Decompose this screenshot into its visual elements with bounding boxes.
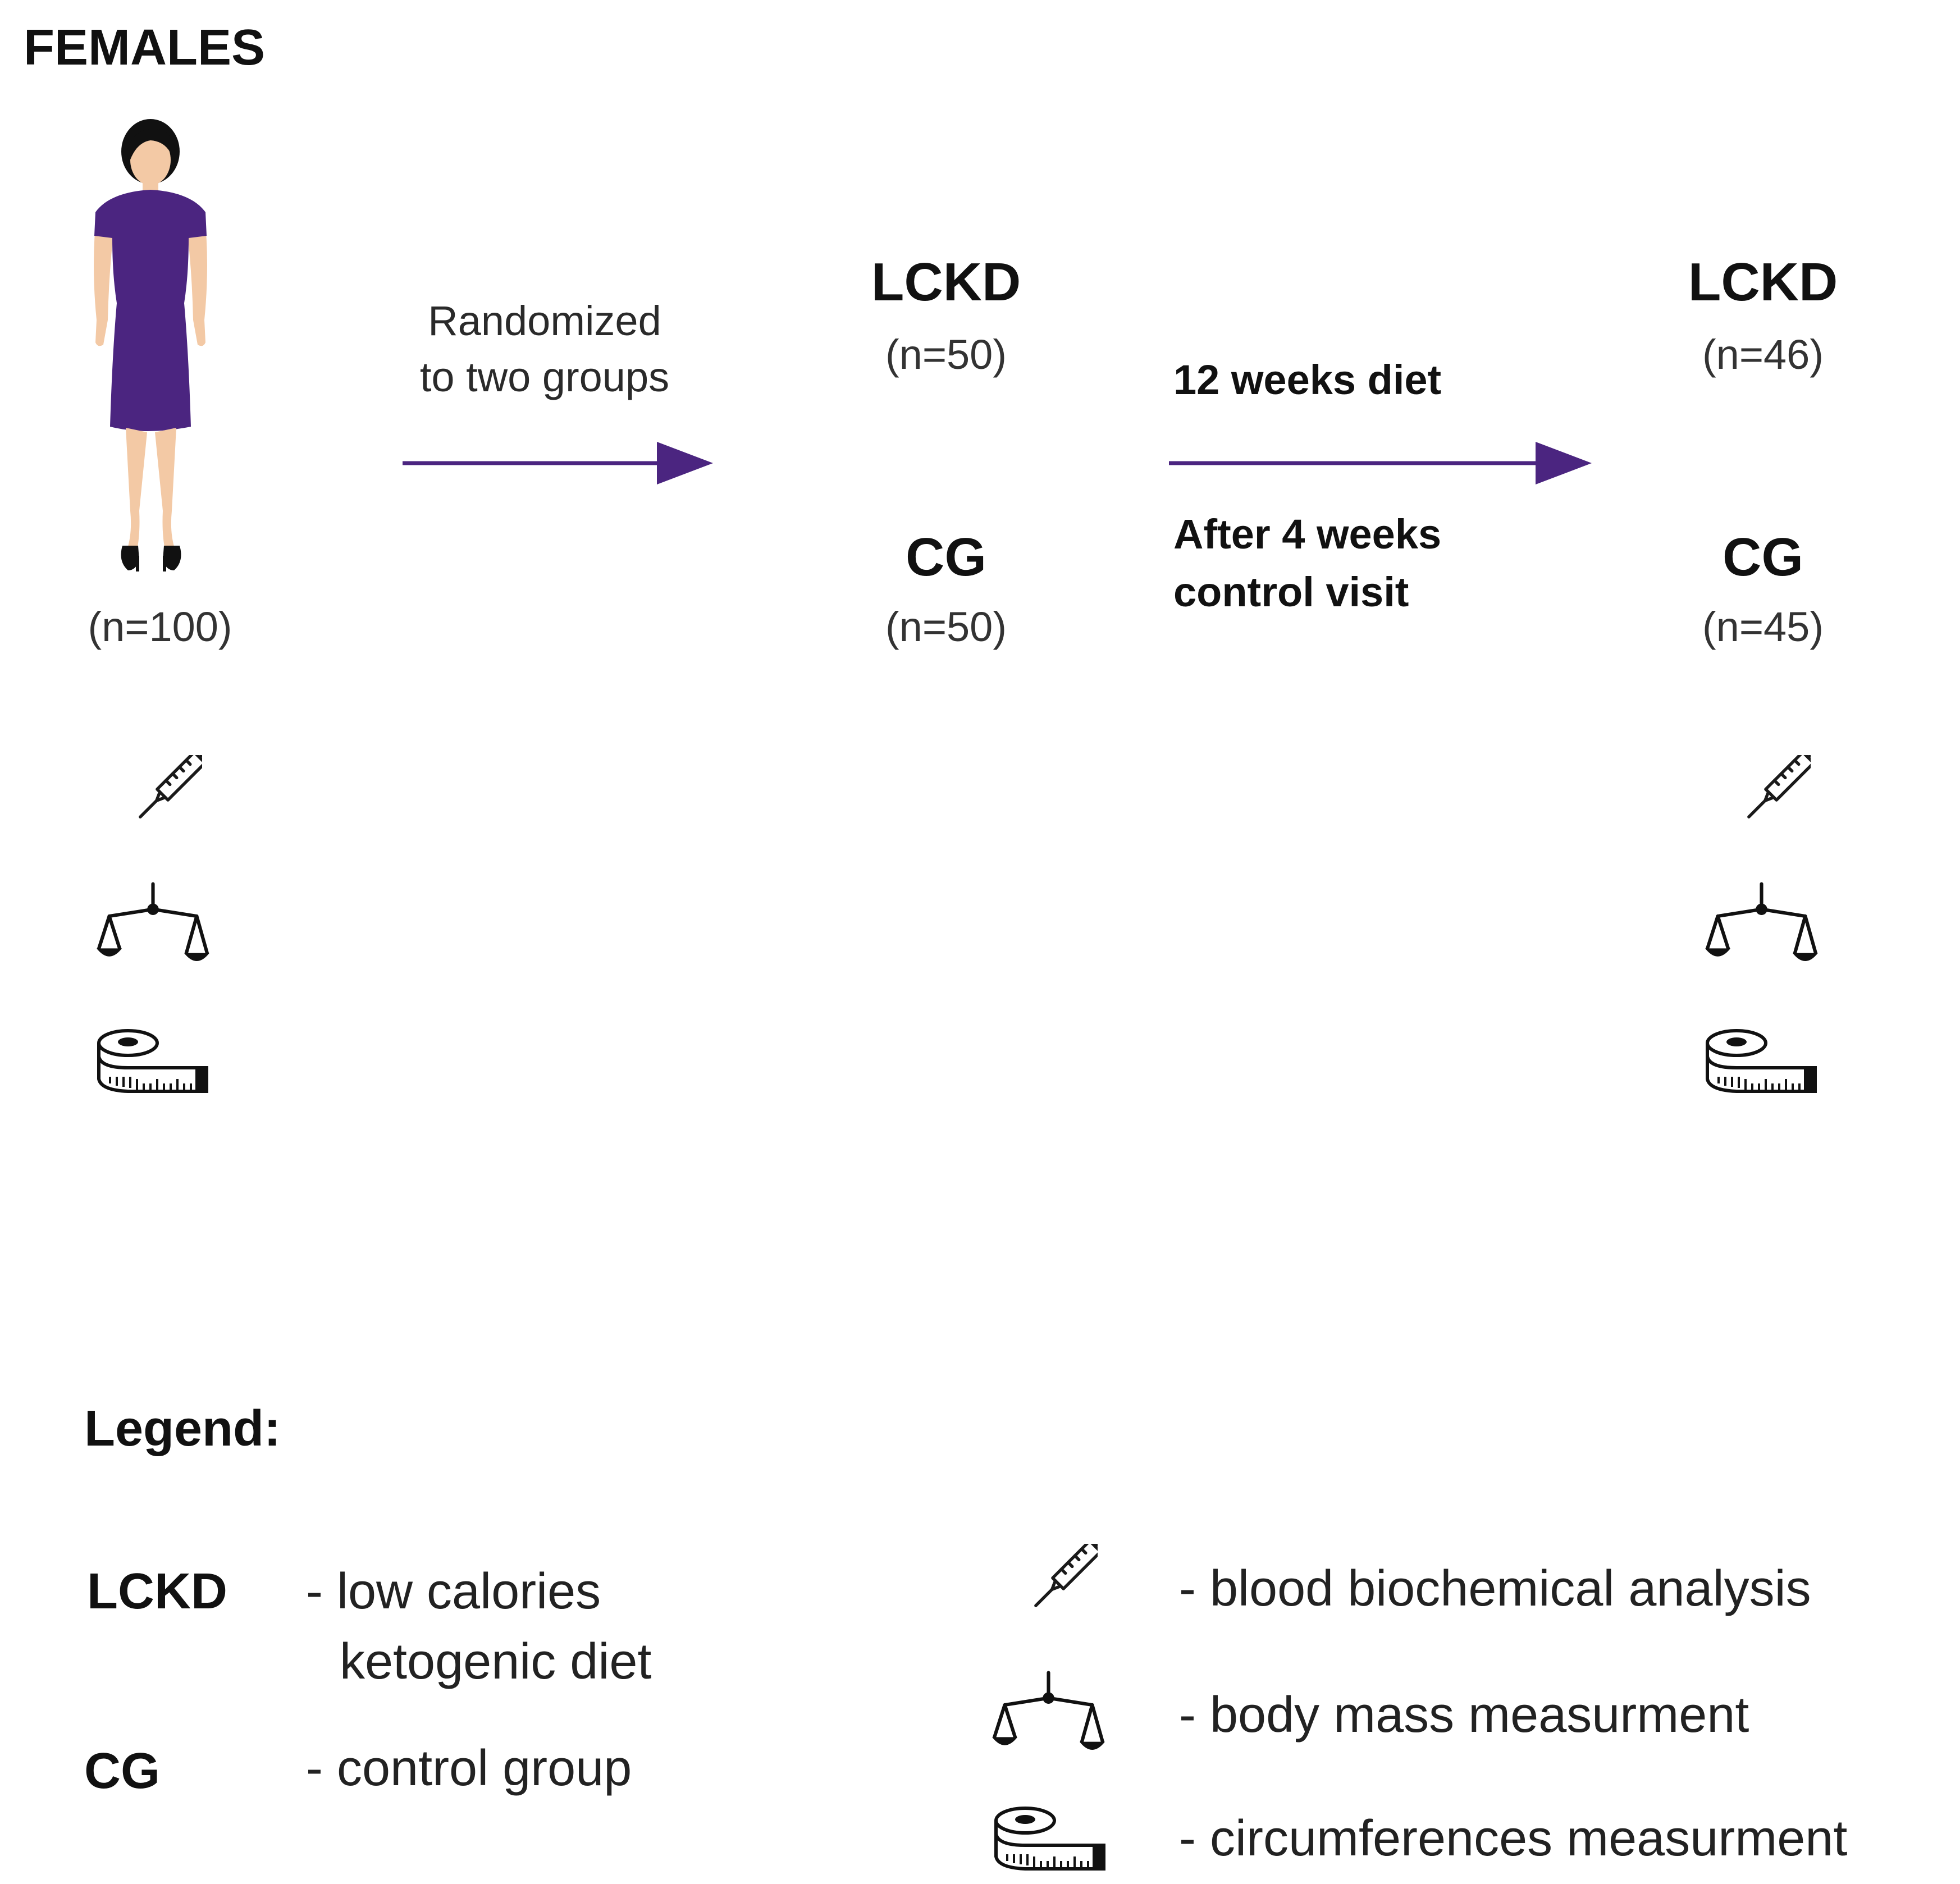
step2-label-below-line2: control visit [1173,569,1409,615]
mid-lckd-name: LCKD [871,252,1021,312]
diet-arrow [1169,442,1592,484]
balance-scale-icon [95,881,211,974]
start-count: (n=100) [88,603,232,650]
step2-label-above: 12 weeks diet [1173,356,1442,403]
syringe-icon [1002,1544,1098,1639]
diagram-title: FEMALES [24,20,266,76]
step1-label-line1: Randomized [428,298,661,344]
legend-desc-syringe: - blood biochemical analysis [1179,1561,1811,1617]
balance-scale-icon [991,1670,1106,1763]
legend-desc-tape: - circumferences measurment [1179,1810,1848,1867]
measuring-tape-icon [97,1027,209,1095]
mid-cg-count: (n=50) [885,603,1007,650]
final-cg-name: CG [1723,527,1803,587]
legend-term-cg: CG [84,1743,160,1799]
legend-desc-scale: - body mass measurment [1179,1687,1749,1743]
syringe-icon [107,755,202,850]
legend-desc-lckd-line2: ketogenic diet [340,1634,652,1690]
final-lckd-count: (n=46) [1702,331,1824,378]
randomization-arrow [403,442,713,484]
mid-lckd-count: (n=50) [885,331,1007,378]
final-cg-count: (n=45) [1702,603,1824,650]
measuring-tape-icon [994,1805,1106,1872]
legend-desc-lckd-line1: - low calories [306,1563,601,1620]
measuring-tape-icon [1705,1027,1817,1095]
legend-desc-cg: - control group [306,1740,632,1796]
syringe-icon [1715,755,1811,850]
legend-term-lckd: LCKD [87,1563,227,1620]
mid-cg-name: CG [906,527,986,587]
balance-scale-icon [1704,881,1819,974]
legend-heading: Legend: [84,1401,281,1457]
step2-label-below-line1: After 4 weeks [1173,511,1442,557]
final-lckd-name: LCKD [1688,252,1838,312]
step1-label-line2: to two groups [419,354,670,400]
woman-figure-icon [94,119,207,571]
